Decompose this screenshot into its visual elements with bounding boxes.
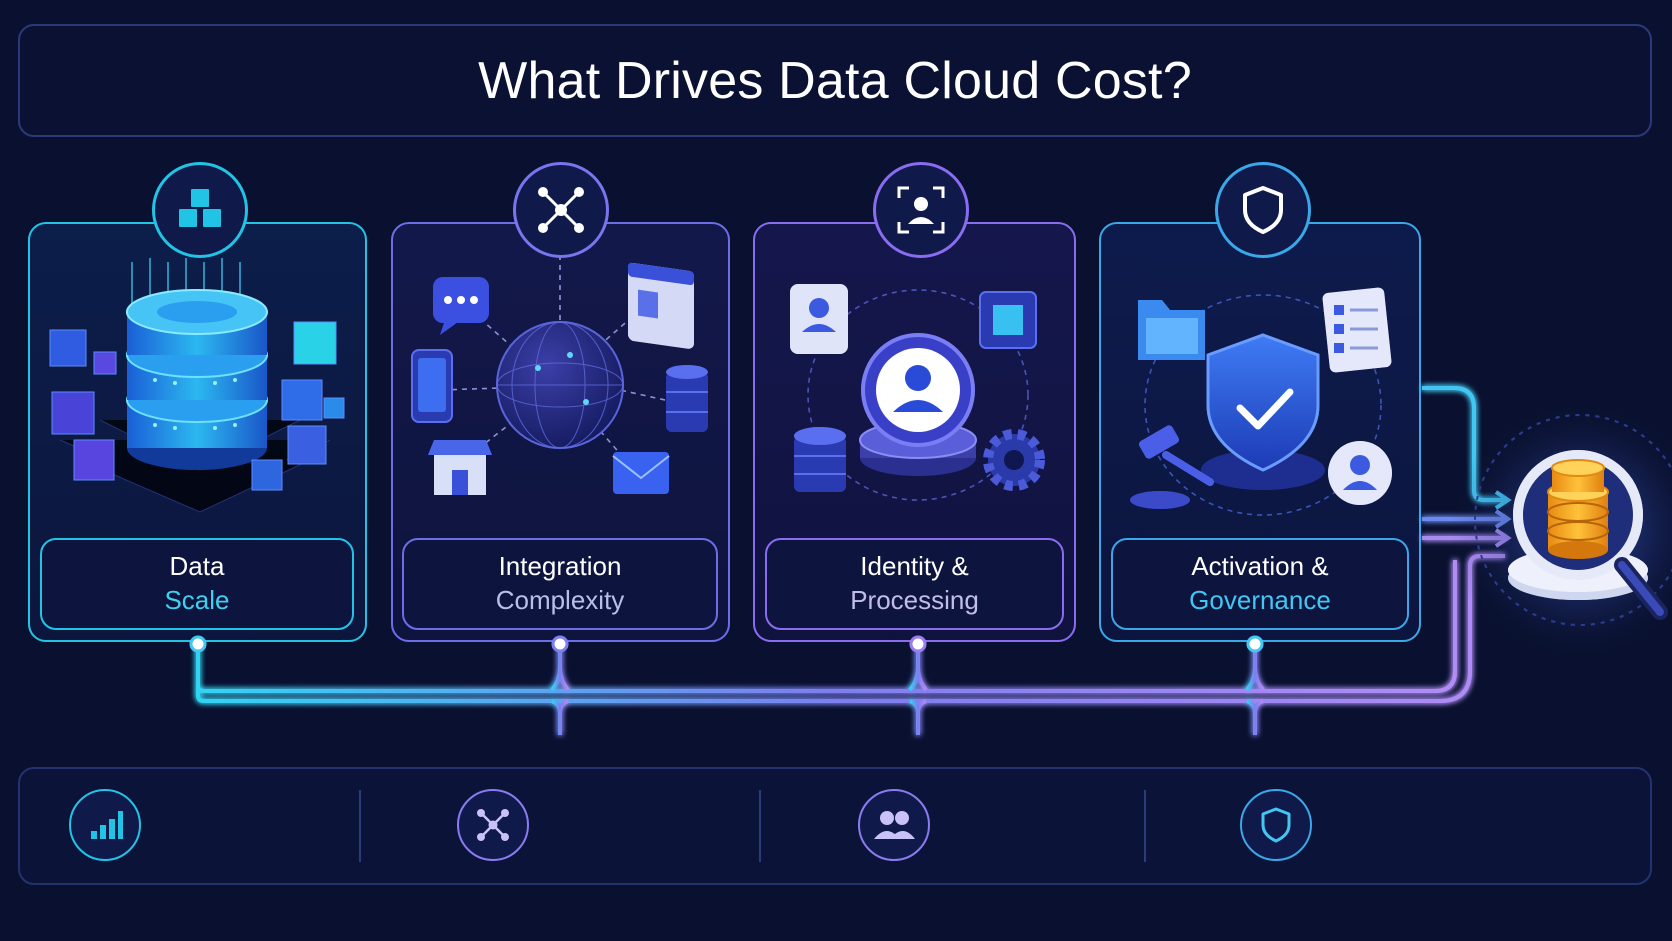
network-icon: [513, 162, 609, 258]
card-label-line2: Processing: [850, 585, 979, 615]
footer-divider: [1144, 790, 1146, 862]
face-scan-icon: [873, 162, 969, 258]
shield-icon: [1215, 162, 1311, 258]
footer-divider: [359, 790, 361, 862]
card-label-data-scale: Data Scale: [40, 538, 354, 630]
card-label-identity-processing: Identity & Processing: [765, 538, 1064, 630]
page-title: What Drives Data Cloud Cost?: [478, 51, 1192, 110]
shield-icon: [1240, 789, 1312, 861]
result-coins-magnifier: [1450, 400, 1672, 660]
card-label-line2: Scale: [164, 585, 230, 615]
card-label-line2: Governance: [1189, 585, 1331, 615]
card-label-activation-governance: Activation & Governance: [1111, 538, 1409, 630]
card-label-line1: Integration: [498, 551, 622, 582]
coin-stack: [1547, 459, 1609, 559]
card-label-integration-complexity: Integration Complexity: [402, 538, 718, 630]
network-icon: [457, 789, 529, 861]
bar-chart-icon: [69, 789, 141, 861]
footer-divider: [759, 790, 761, 862]
card-label-line1: Identity &: [860, 551, 969, 582]
card-label-line1: Data: [169, 551, 225, 582]
title-box: What Drives Data Cloud Cost?: [18, 24, 1652, 137]
card-label-line2: Complexity: [495, 585, 625, 615]
card-label-line1: Activation &: [1191, 551, 1329, 582]
footer-icon-bar: [18, 767, 1652, 885]
cubes-icon: [152, 162, 248, 258]
users-icon: [858, 789, 930, 861]
